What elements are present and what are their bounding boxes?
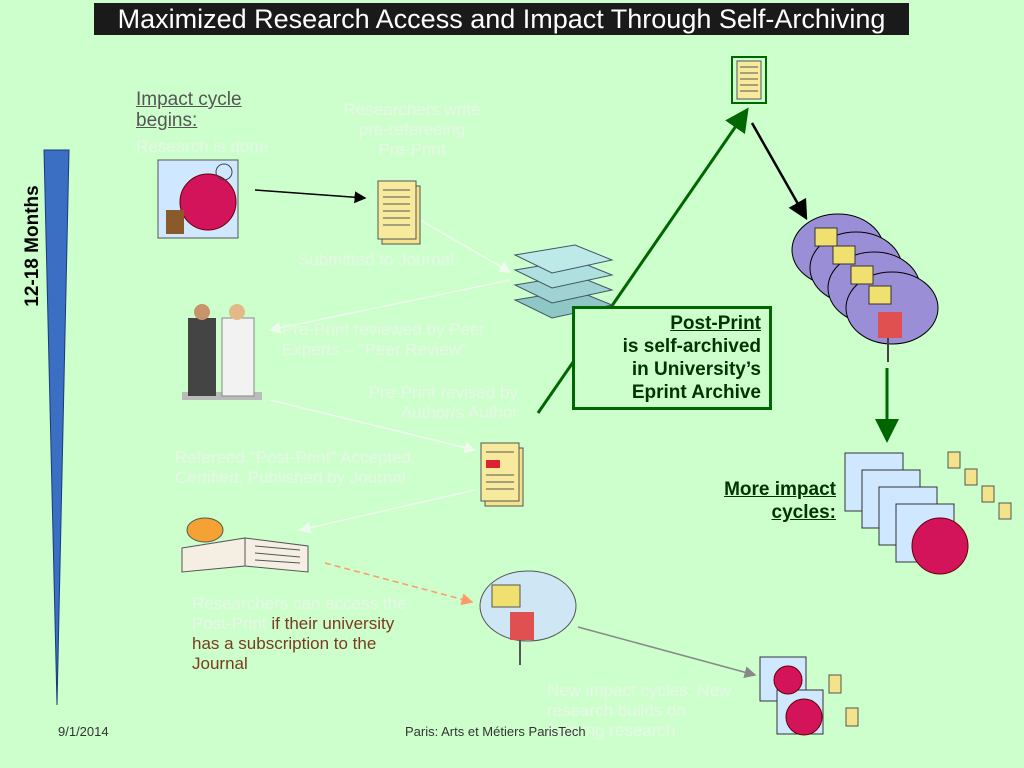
peer-reviewers-icon xyxy=(182,304,262,400)
research-done-label: Research is done xyxy=(136,137,269,156)
submitted-label: Submitted to Journal xyxy=(298,250,454,269)
archive-document-icon xyxy=(731,56,767,104)
arrow-book-to-reader xyxy=(324,562,474,606)
revised-document-icon xyxy=(480,442,524,507)
timeline-wedge xyxy=(43,149,70,706)
journal-stack-icon xyxy=(513,244,614,319)
footer-date: 9/1/2014 xyxy=(58,724,109,739)
more-impact-cycles-icon xyxy=(844,451,1012,575)
postprint-line4: Eprint Archive xyxy=(631,382,761,403)
postprint-line2: is self-archived xyxy=(622,336,761,357)
revised-label: Pre-Print revised by Author/s Author xyxy=(368,383,518,422)
arrow-preprint-to-journal xyxy=(419,219,512,273)
reader-computer-icon xyxy=(479,570,577,665)
more-impact-cycles-label: More impact cycles: xyxy=(724,479,836,523)
preprint-written-label: Researchers write pre-refereeing Pre-Pri… xyxy=(343,100,481,159)
preprint-document-icon xyxy=(377,180,421,245)
footer-center: Paris: Arts et Métiers ParisTech xyxy=(405,724,586,739)
timeline-label: 12-18 Months xyxy=(22,185,43,307)
postprint-title: Post-Print xyxy=(670,313,761,334)
arrow-revised-to-book xyxy=(298,489,476,534)
new-impact-cycles-icon xyxy=(759,656,859,736)
peer-review-label: Pre-Print reviewed by Peer Experts – "Pe… xyxy=(282,320,486,359)
arrow-journal-to-review xyxy=(268,279,511,334)
postprint-line3: in University’s xyxy=(631,359,761,380)
impact-cycle-heading: Impact cycle begins: xyxy=(136,89,242,131)
accepted-label: Refereed "Post-Print" Accepted, Certifie… xyxy=(175,448,416,487)
journal-book-icon xyxy=(181,517,309,573)
arrow-reader-to-new-cycles xyxy=(577,626,757,679)
archive-users-icon xyxy=(791,213,939,362)
arrow-review-to-revised xyxy=(269,399,477,454)
new-cycles-label: New impact cycles: New research builds o… xyxy=(547,681,732,740)
arrow-archive-to-users xyxy=(750,122,808,221)
researcher-icon xyxy=(157,159,239,239)
postprint-self-archived-box: Post-Print is self-archived in Universit… xyxy=(572,306,772,410)
access-text: Researchers can access the Post-Print if… xyxy=(192,594,407,673)
slide-title: Maximized Research Access and Impact Thr… xyxy=(94,3,909,35)
arrow-research-to-preprint xyxy=(254,189,367,204)
